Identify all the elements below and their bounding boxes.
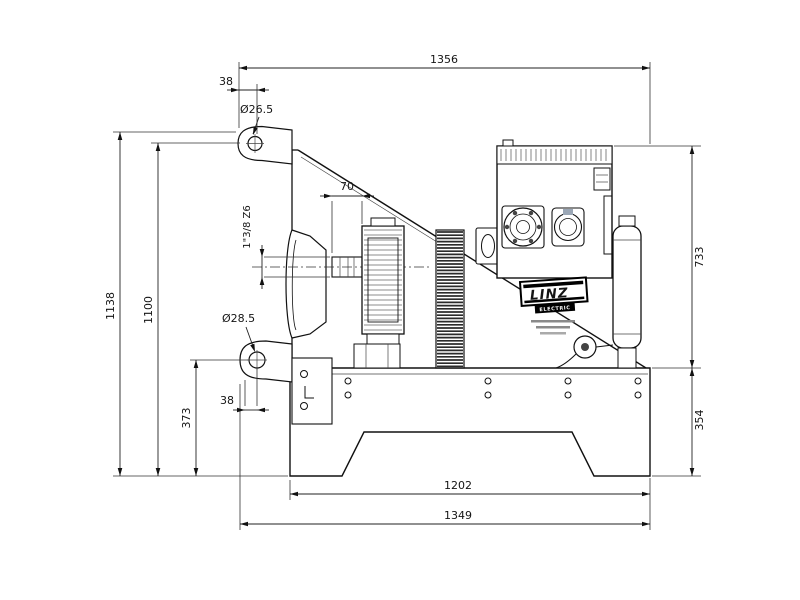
dim-top-hole-offset-label: 38: [219, 75, 233, 88]
dim-height-to-hole-label: 1100: [142, 296, 155, 324]
control-box: [496, 139, 613, 279]
dim-top-hole-offset: [227, 87, 269, 93]
vent-band: [496, 145, 613, 165]
right-canister: [612, 215, 642, 369]
extension-lines: [113, 62, 701, 530]
dim-top-hole-diameter-label: Ø26.5: [240, 103, 273, 116]
dim-lower-hole-offset: [233, 407, 269, 413]
dim-base-height-label: 354: [693, 410, 706, 431]
linz-logo: LINZ ELECTRIC: [518, 276, 589, 335]
leader-bottom-hole: [245, 326, 255, 352]
dim-overall-width-top: [239, 65, 650, 71]
dim-base-width: [290, 491, 650, 497]
terminal-block: [593, 167, 611, 191]
dim-height-to-hole: [155, 143, 161, 476]
rating-plate-line: [536, 326, 570, 329]
dim-overall-height: [117, 132, 123, 476]
mounting-bracket-bottom: [239, 340, 293, 383]
base-frame: [289, 367, 651, 477]
cooling-grille: [435, 229, 465, 369]
box-handle: [603, 195, 613, 255]
logo-sub-text: ELECTRIC: [539, 305, 571, 313]
mounting-bracket-top: [237, 125, 293, 165]
dim-shaft-length: [320, 193, 374, 199]
rating-plate-line: [531, 320, 575, 323]
dim-base-height: [689, 368, 695, 476]
power-socket-small: [551, 207, 585, 247]
base-bolt-holes: [344, 377, 642, 399]
plate-diagonal-edge: [297, 149, 647, 369]
dim-shaft-thread-label: 1"3/8 Z6: [242, 205, 253, 248]
gearbox: [353, 217, 405, 369]
rating-plate-line: [540, 332, 566, 335]
dim-overall-height-label: 1138: [104, 292, 117, 320]
dim-upper-body-height-label: 733: [693, 247, 706, 268]
pivot-support: [555, 335, 614, 369]
leader-top-hole: [252, 116, 260, 135]
dim-base-width-label: 1202: [444, 479, 472, 492]
dim-bottom-hole-diameter-label: Ø28.5: [222, 312, 255, 325]
dim-lower-hole-offset-label: 38: [220, 394, 234, 407]
dim-overall-width-bottom: [240, 521, 650, 527]
dim-upper-body-height: [689, 146, 695, 368]
dim-lower-hole-height: [193, 360, 199, 476]
dim-shaft-length-label: 70: [340, 180, 354, 193]
dim-shaft-thread: [259, 245, 265, 289]
dim-overall-width-bottom-label: 1349: [444, 509, 472, 522]
dim-lower-hole-height-label: 373: [180, 408, 193, 429]
power-socket-large: [501, 205, 545, 249]
side-bracket-plate: [291, 357, 333, 425]
dim-overall-width-top-label: 1356: [430, 53, 458, 66]
